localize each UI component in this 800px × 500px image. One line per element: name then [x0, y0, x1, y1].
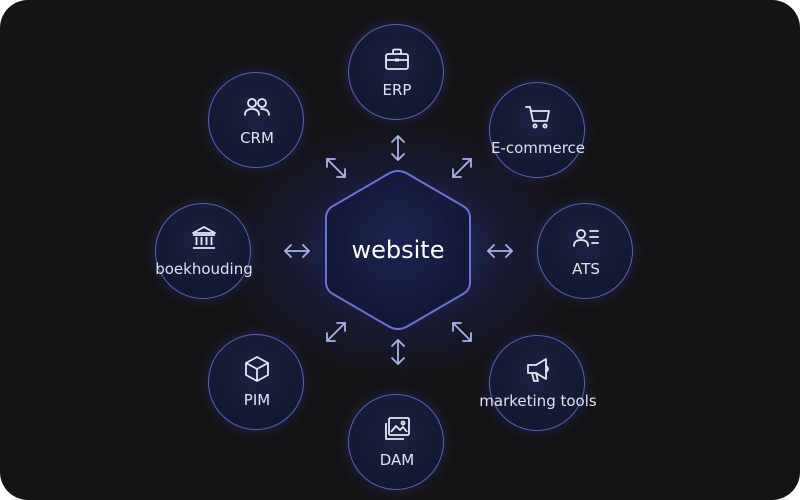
- cube-icon: [245, 356, 269, 382]
- node-crm-label: CRM: [240, 129, 274, 147]
- shopping-cart-icon: [525, 106, 550, 129]
- node-dam[interactable]: DAM: [348, 394, 444, 490]
- node-boekhouding[interactable]: boekhouding: [155, 203, 253, 299]
- arrow-to-pim: [326, 322, 346, 342]
- person-list-icon: [573, 229, 599, 247]
- website-hexagon: [325, 169, 471, 331]
- briefcase-icon: [385, 48, 409, 70]
- node-erp[interactable]: ERP: [348, 24, 444, 120]
- arrow-to-marketing: [452, 322, 472, 342]
- node-crm[interactable]: CRM: [208, 72, 304, 168]
- website-label: website: [351, 236, 445, 264]
- node-boekhouding-label: boekhouding: [155, 260, 253, 278]
- node-erp-label: ERP: [382, 81, 412, 99]
- node-pim-label: PIM: [243, 391, 271, 409]
- node-ecommerce[interactable]: E-commerce: [489, 82, 585, 178]
- arrow-to-crm: [326, 158, 346, 178]
- arrow-to-ecommerce: [452, 158, 472, 178]
- node-ats[interactable]: ATS: [537, 203, 633, 299]
- users-icon: [244, 98, 270, 116]
- images-icon: [385, 417, 410, 440]
- bank-icon: [192, 226, 216, 249]
- node-marketing-tools-label: marketing tools: [479, 392, 597, 410]
- megaphone-icon: [527, 358, 549, 382]
- node-dam-label: DAM: [379, 451, 415, 469]
- arrow-to-erp: [391, 135, 405, 161]
- arrow-to-ats: [487, 244, 513, 258]
- node-pim[interactable]: PIM: [208, 334, 304, 430]
- node-marketing-tools[interactable]: marketing tools: [479, 335, 597, 431]
- node-ecommerce-label: E-commerce: [490, 139, 586, 157]
- node-ats-label: ATS: [572, 260, 600, 278]
- arrow-to-boekhouding: [284, 244, 310, 258]
- arrow-to-dam: [391, 339, 405, 365]
